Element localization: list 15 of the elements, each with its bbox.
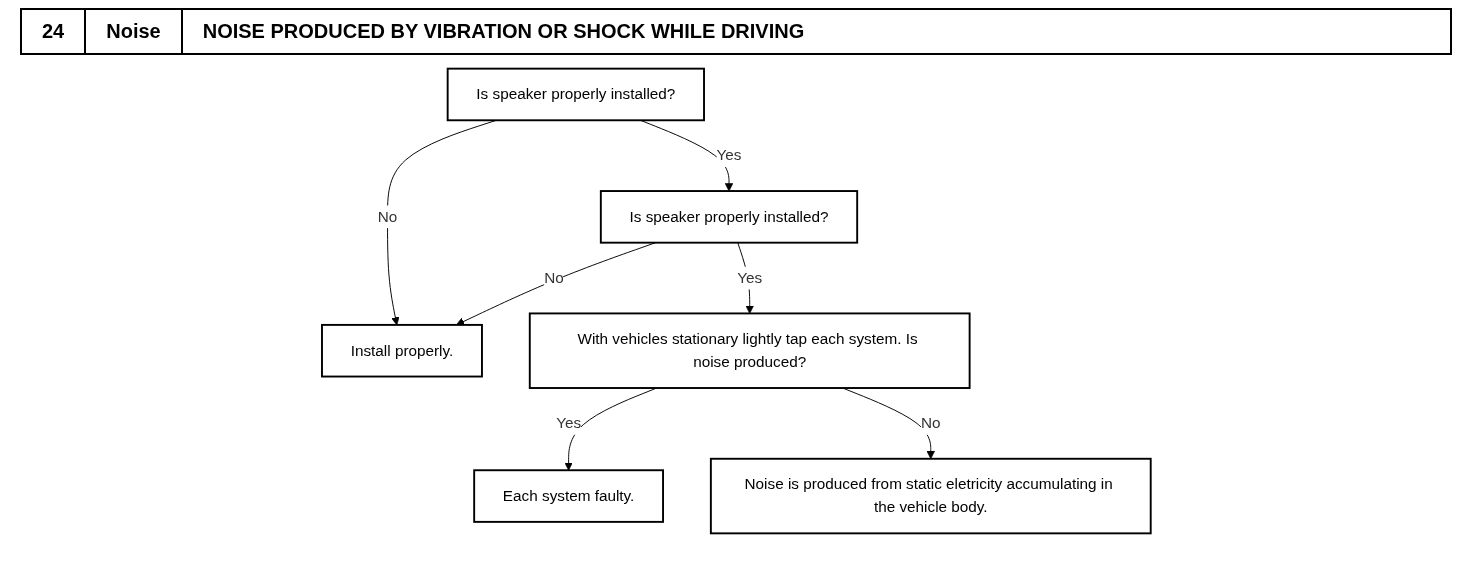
- section-heading: NOISE PRODUCED BY VIBRATION OR SHOCK WHILE DRIVING: [201, 19, 806, 44]
- node-box: Install properly.: [320, 323, 483, 378]
- edge-label: Yes: [716, 147, 742, 164]
- node-box: With vehicles stationary lightly tap each system. Is noise produced?: [528, 312, 971, 389]
- edge-label: No: [377, 208, 397, 225]
- section-category: Noise: [86, 10, 183, 53]
- edge-label: No: [543, 270, 564, 287]
- node-box: Each system faulty.: [472, 469, 664, 523]
- edge-label: Yes: [555, 414, 581, 432]
- node-box: Is speaker properly installed?: [599, 190, 858, 244]
- node-box: Noise is produced from static eletricity accumulating in the vehicle body.: [709, 457, 1152, 535]
- node-box: Is speaker properly installed?: [446, 67, 705, 122]
- edge-label: Yes: [736, 269, 762, 286]
- section-number: 24: [22, 10, 87, 53]
- edge-label: No: [920, 414, 941, 432]
